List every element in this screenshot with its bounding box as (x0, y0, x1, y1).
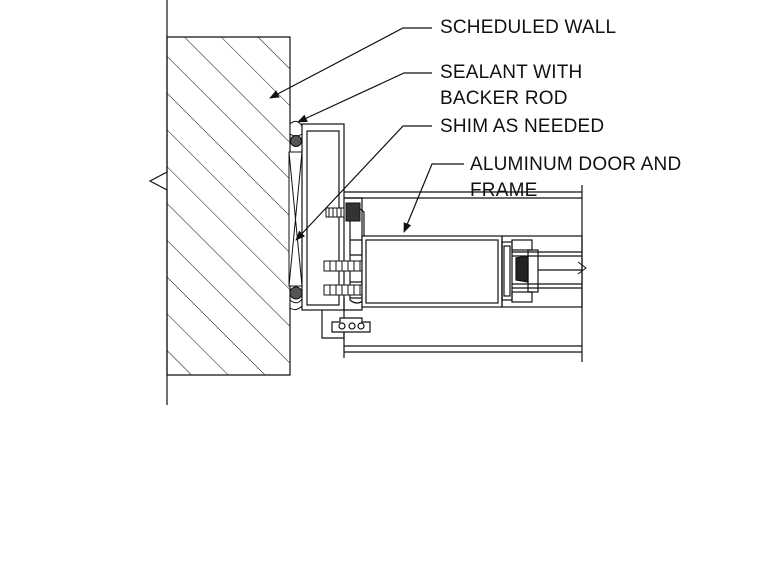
scheduled-wall (148, 0, 291, 405)
leaders (269, 27, 464, 241)
label-door-line1: ALUMINUM DOOR AND (470, 154, 682, 175)
label-sealant-line2: BACKER ROD (440, 88, 568, 109)
label-scheduled-wall: SCHEDULED WALL (440, 17, 617, 38)
backer-rod-top (290, 135, 302, 147)
backer-rod-bottom (289, 286, 303, 300)
leader-sealant (297, 72, 432, 123)
shim (288, 151, 303, 287)
aluminum-frame (301, 123, 583, 362)
anchor-screws (323, 202, 371, 296)
leader-shim (295, 125, 432, 241)
door-stile (361, 235, 587, 308)
label-sealant-line1: SEALANT WITH (440, 62, 583, 83)
label-door-line2: FRAME (470, 180, 538, 201)
leader-scheduled-wall (269, 27, 432, 99)
label-shim: SHIM AS NEEDED (440, 116, 605, 137)
wall-hatch (148, 36, 291, 376)
leader-door (403, 163, 464, 233)
